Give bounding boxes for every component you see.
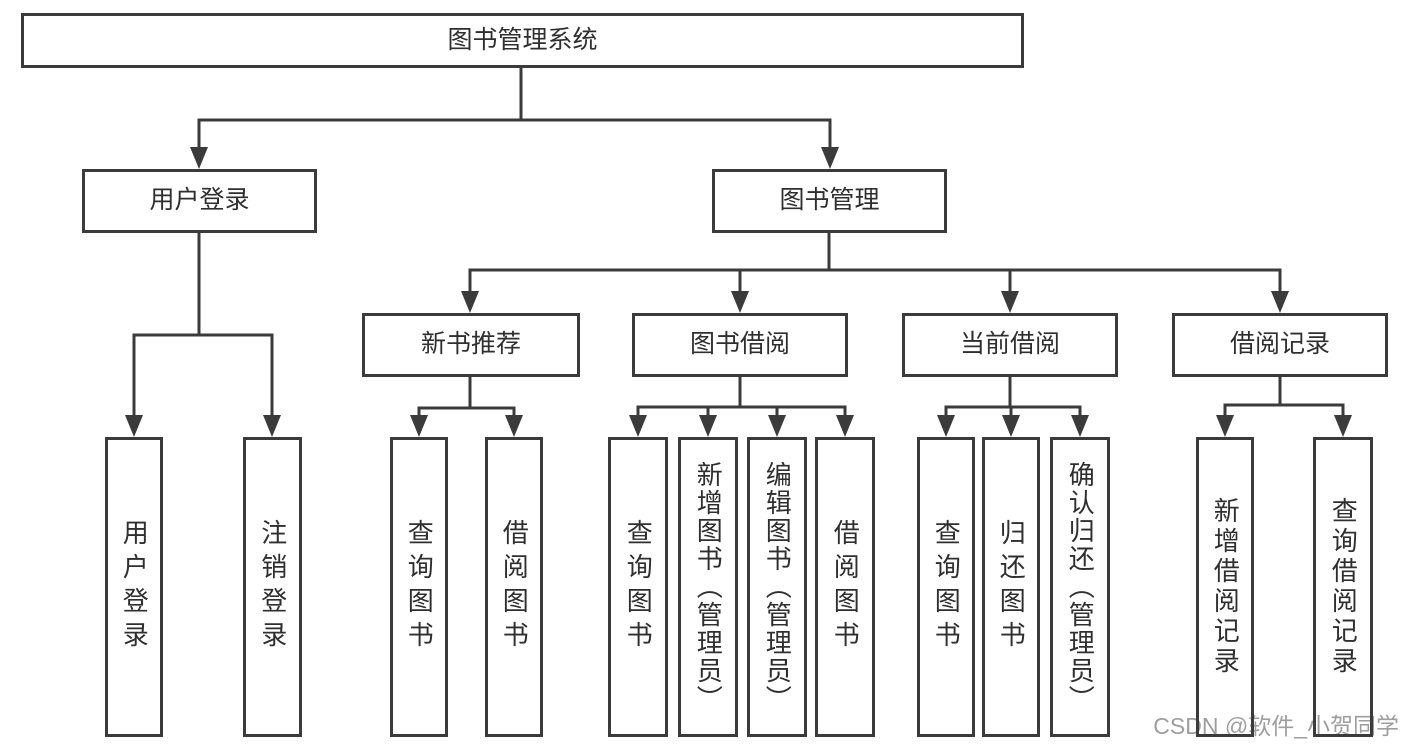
arrowhead-icon (937, 415, 955, 437)
node-leaf-query-borrow-record: 查询借阅记录 (1313, 437, 1373, 737)
node-new-book-rec: 新书推荐 (362, 313, 580, 377)
node-label: 借阅记录 (1229, 330, 1330, 359)
arrowhead-icon (1334, 415, 1352, 437)
node-leaf-query-books-cur: 查询图书 (917, 437, 975, 737)
node-leaf-user-login: 用户登录 (105, 437, 163, 737)
arrowhead-icon (629, 415, 647, 437)
arrowhead-icon (461, 291, 479, 313)
node-book-mgmt: 图书管理 (712, 169, 947, 233)
arrowhead-icon (1002, 415, 1020, 437)
node-leaf-query-books-borrow: 查询图书 (608, 437, 668, 737)
arrowhead-icon (699, 415, 717, 437)
node-leaf-borrow-books: 借阅图书 (815, 437, 875, 737)
node-label: 用户登录 (119, 519, 150, 655)
node-label: 图书管理系统 (447, 25, 598, 54)
node-label: 新增借阅记录 (1210, 497, 1241, 677)
node-label: 当前借阅 (959, 330, 1060, 359)
node-label: 借阅图书 (830, 519, 861, 655)
node-label: 新书推荐 (420, 330, 521, 359)
arrowhead-icon (505, 415, 523, 437)
node-leaf-query-books-rec: 查询图书 (390, 437, 448, 737)
arrowhead-icon (1071, 415, 1089, 437)
arrowhead-icon (125, 415, 143, 437)
node-leaf-add-books-admin: 新增图书（管理员） (678, 437, 738, 737)
arrowhead-icon (190, 147, 208, 169)
node-label: 图书管理 (779, 186, 880, 215)
node-leaf-borrow-books-rec: 借阅图书 (485, 437, 543, 737)
node-borrow-records: 借阅记录 (1172, 313, 1388, 377)
node-label: 查询图书 (404, 519, 435, 655)
watermark: CSDN @软件_小贺同学 (1153, 713, 1399, 739)
node-label: 查询借阅记录 (1328, 497, 1359, 677)
node-label: 查询图书 (931, 519, 962, 655)
node-book-borrow: 图书借阅 (632, 313, 848, 377)
node-leaf-add-borrow-record: 新增借阅记录 (1196, 437, 1254, 737)
node-label: 新增图书（管理员） (693, 461, 724, 713)
arrowhead-icon (821, 147, 839, 169)
node-label: 用户登录 (149, 186, 250, 215)
node-label: 注销登录 (257, 519, 288, 655)
node-label: 确认归还（管理员） (1065, 461, 1096, 713)
arrowhead-icon (836, 415, 854, 437)
node-leaf-logout: 注销登录 (243, 437, 302, 737)
node-label: 借阅图书 (499, 519, 530, 655)
node-label: 图书借阅 (689, 330, 790, 359)
arrowhead-icon (1001, 291, 1019, 313)
arrowhead-icon (263, 415, 281, 437)
node-label: 编辑图书（管理员） (762, 461, 793, 713)
node-label: 查询图书 (623, 519, 654, 655)
arrowhead-icon (768, 415, 786, 437)
arrowhead-icon (1216, 415, 1234, 437)
node-leaf-confirm-return: 确认归还（管理员） (1050, 437, 1110, 737)
node-leaf-return-books: 归还图书 (982, 437, 1040, 737)
node-root: 图书管理系统 (21, 13, 1024, 68)
arrowhead-icon (731, 291, 749, 313)
node-leaf-edit-books-admin: 编辑图书（管理员） (747, 437, 807, 737)
arrowhead-icon (410, 415, 428, 437)
node-current-borrow: 当前借阅 (902, 313, 1118, 377)
node-label: 归还图书 (996, 519, 1027, 655)
node-user-login: 用户登录 (82, 169, 317, 233)
arrowhead-icon (1271, 291, 1289, 313)
